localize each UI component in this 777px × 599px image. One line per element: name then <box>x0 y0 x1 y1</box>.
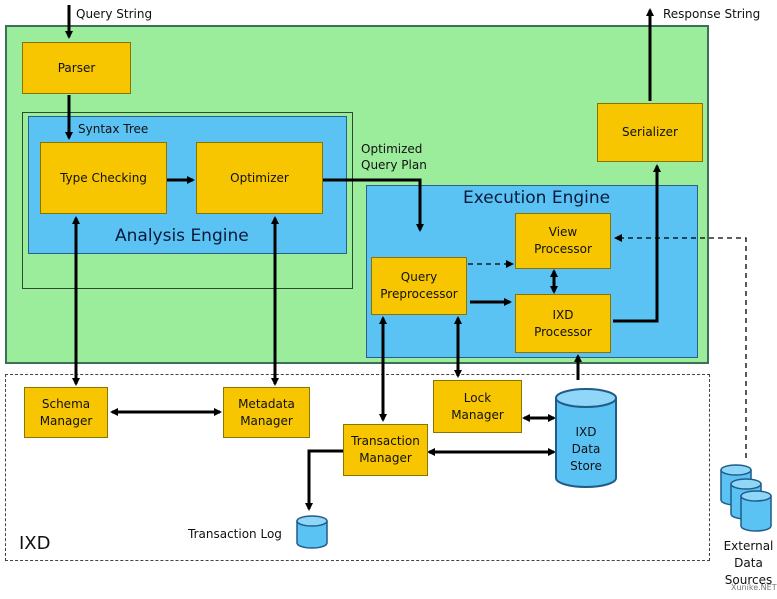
parser-box: Parser <box>22 42 131 94</box>
schema-manager-box: Schema Manager <box>24 387 108 438</box>
serializer-box: Serializer <box>597 103 703 162</box>
transaction-log-cylinder <box>296 515 328 549</box>
syntax-tree-label: Syntax Tree <box>78 122 149 136</box>
analysis-engine-container <box>22 112 353 289</box>
watermark: Xunike.NET <box>731 583 777 592</box>
query-preprocessor-box: Query Preprocessor <box>371 257 467 315</box>
external-data-sources-cylinders <box>720 464 772 532</box>
transaction-log-label: Transaction Log <box>188 527 282 541</box>
external-data-sources-label: External Data Sources <box>723 539 774 587</box>
optimizer-box: Optimizer <box>196 142 323 214</box>
metadata-manager-box: Metadata Manager <box>223 387 310 438</box>
ixd-processor-box: IXD Processor <box>515 294 611 353</box>
lock-manager-box: Lock Manager <box>433 380 522 433</box>
query-string-label: Query String <box>76 7 153 21</box>
optimized-query-plan-label: Optimized Query Plan <box>361 142 427 172</box>
view-processor-box: View Processor <box>515 213 611 269</box>
type-checking-box: Type Checking <box>40 142 167 214</box>
ixd-region-title: IXD <box>19 533 51 554</box>
execution-engine-title: Execution Engine <box>463 188 611 208</box>
ixd-region <box>5 374 710 561</box>
transaction-manager-box: Transaction Manager <box>343 424 428 476</box>
analysis-engine-title: Analysis Engine <box>115 226 249 246</box>
ixd-data-store-cylinder <box>555 388 617 488</box>
response-string-label: Response String <box>663 7 761 21</box>
ixd-data-store-label: IXD Data Store <box>570 425 602 473</box>
